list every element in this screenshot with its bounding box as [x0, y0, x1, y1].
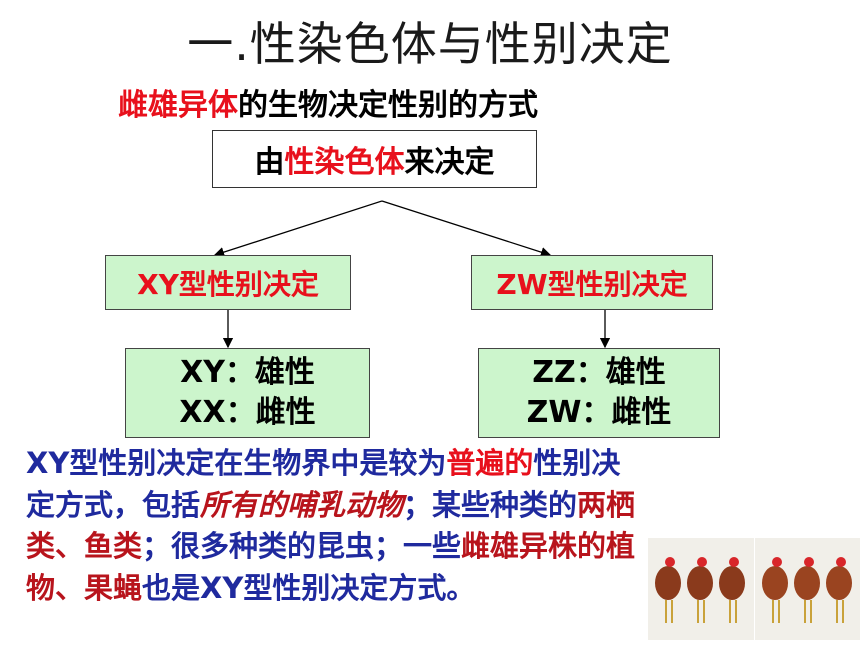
explanation-paragraph: XY型性别决定在生物界中是较为普遍的性别决定方式，包括所有的哺乳动物；某些种类的… [26, 443, 646, 609]
para-highlight-common: 普遍的 [446, 446, 534, 480]
subtitle-highlight: 雌雄异体 [118, 88, 238, 123]
xy-result-box: XY：雄性 XX：雌性 [125, 348, 370, 438]
para-highlight-mammals: 所有的哺乳动物 [200, 487, 404, 522]
rooster-photo-1 [648, 538, 754, 640]
page-title: 一.性染色体与性别决定 [187, 17, 673, 71]
root-highlight: 性染色体 [284, 145, 405, 180]
zw-type-box: ZW型性别决定 [471, 255, 713, 310]
root-box: 由性染色体来决定 [212, 130, 537, 188]
para-highlight-plants: 雌雄异株的植物、果蝇 [26, 529, 636, 605]
rooster-photo-2 [755, 538, 860, 640]
xy-result-line1: XY：雄性 [180, 355, 315, 390]
arrow-to-xy [213, 200, 383, 258]
subtitle: 雌雄异体的生物决定性别的方式 [118, 80, 538, 124]
subtitle-rest: 的生物决定性别的方式 [238, 88, 538, 123]
para-text-2: 性别决定方式，包括 [26, 446, 621, 522]
xy-result-line2: XX：雌性 [179, 395, 316, 430]
zw-result-line2: ZW：雌性 [526, 395, 672, 430]
zw-result-line1: ZZ：雄性 [532, 355, 666, 390]
para-text-1: XY型性别决定在生物界中是较为 [26, 446, 447, 480]
para-text-5: 也是XY型性别决定方式。 [142, 570, 476, 605]
root-suffix: 来决定 [404, 145, 495, 180]
zw-result-box: ZZ：雄性 ZW：雌性 [478, 348, 720, 438]
xy-type-label: XY型性别决定 [137, 267, 319, 301]
xy-type-box: XY型性别决定 [105, 255, 351, 310]
para-highlight-amphibians: 两栖类、鱼类 [26, 487, 636, 564]
zw-type-label: ZW型性别决定 [496, 267, 688, 301]
para-text-4: ；很多种类的昆虫；一些 [142, 529, 462, 563]
root-prefix: 由 [254, 145, 285, 180]
arrow-to-zw [381, 200, 552, 258]
para-text-3: ；某些种类的 [403, 487, 578, 522]
